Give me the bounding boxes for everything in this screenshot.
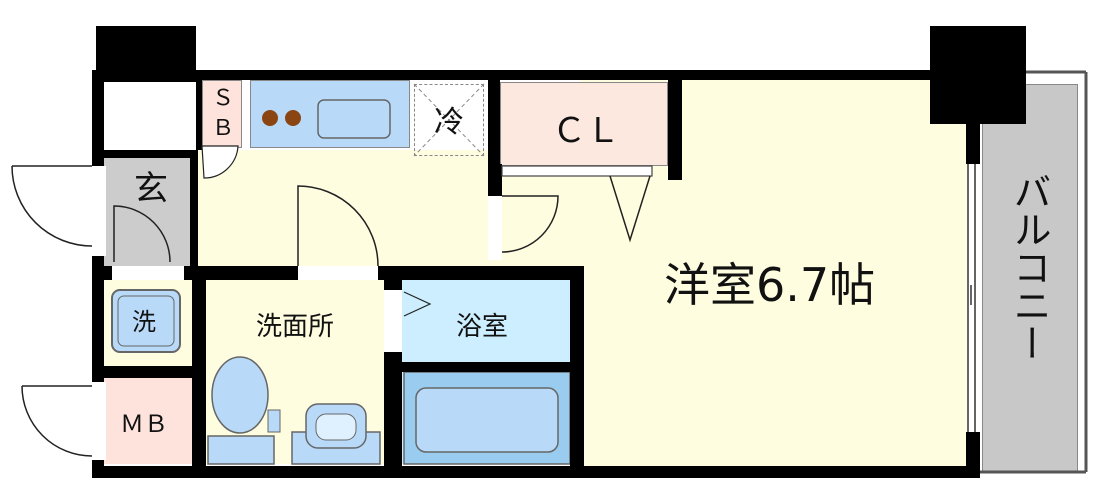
shoebox-label-bottom: Ｂ (212, 116, 235, 141)
fridge-space (414, 84, 484, 156)
washroom-door-gap (298, 266, 378, 280)
wall-entrance-right (190, 150, 198, 270)
washroom-label: 洗面所 (256, 312, 335, 342)
outer-wall-right-lower (966, 432, 980, 478)
kitchen-sink-icon (317, 99, 391, 139)
closet-area[interactable] (500, 82, 668, 166)
entrance-label: 玄 (134, 169, 168, 209)
washbasin-bowl (315, 413, 357, 441)
bath-door-gap (384, 290, 402, 352)
wall-washer-mb (104, 366, 192, 378)
bathroom-label: 浴室 (456, 312, 509, 342)
fridge-cross-b (413, 83, 485, 157)
bath-folding-door[interactable] (403, 291, 432, 317)
fridge-label: 冷 (434, 105, 464, 140)
pillar-left (96, 26, 196, 82)
entrance-floor (104, 158, 196, 266)
room-door-swing[interactable] (501, 195, 559, 253)
toilet-paper-icon (267, 409, 281, 433)
closet-label: ＣＬ (552, 111, 620, 151)
washroom-door-swing[interactable] (297, 185, 379, 267)
balcony-area (982, 84, 1078, 472)
washer-pan-icon (111, 289, 181, 353)
shoebox-door-swing[interactable] (201, 145, 239, 179)
entrance-step-gap (112, 266, 184, 280)
toilet-tank-icon (207, 435, 275, 465)
mb-door-swing[interactable] (21, 385, 93, 457)
entrance-door-swing[interactable] (11, 165, 93, 247)
main-room-label: 洋室6.7帖 (664, 258, 876, 312)
pillar-right (930, 26, 1026, 124)
wall-entrance-top (104, 150, 196, 158)
shoe-box[interactable] (202, 80, 242, 148)
mb-door-gap (92, 382, 106, 460)
entrance-inner-door-swing[interactable] (113, 205, 171, 263)
closet-rail (501, 165, 653, 177)
washer-label: 洗 (132, 308, 156, 336)
wall-bath-right (570, 266, 584, 466)
stove-burner-right-icon (285, 110, 301, 126)
wall-bathtub-top (402, 362, 570, 372)
meter-box-label: ＭＢ (120, 410, 168, 438)
room-door-gap (488, 196, 502, 260)
toilet-bowl-icon (211, 356, 269, 434)
balcony-label: バルコニー (1007, 172, 1051, 362)
wall-shoebox-left (196, 78, 202, 150)
wall-closet-corner (488, 164, 502, 196)
closet-folding-door[interactable] (609, 175, 651, 243)
wall-washroom-left (192, 280, 206, 466)
meter-box[interactable] (104, 378, 192, 464)
washer-pan-inner (117, 295, 175, 347)
shoebox-label-top: Ｓ (212, 86, 235, 111)
bathtub-inner-icon (415, 387, 559, 453)
entrance-door-gap (92, 166, 106, 256)
wall-closet-right (668, 78, 682, 180)
outer-wall-bottom (92, 466, 980, 478)
wall-fridge-closet (488, 78, 500, 164)
stove-burner-left-icon (262, 110, 278, 126)
